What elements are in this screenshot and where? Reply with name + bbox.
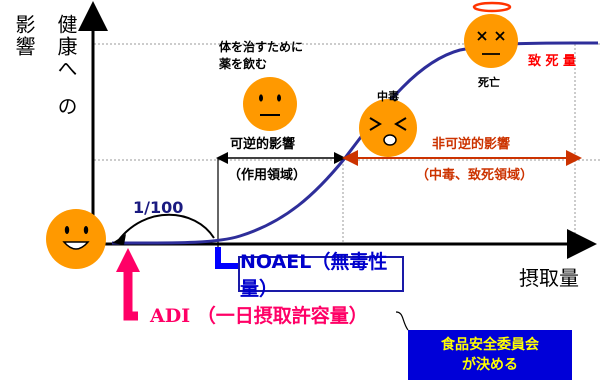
- halo-icon: [472, 1, 512, 13]
- y-axis-label-left: 影響: [12, 14, 36, 58]
- medicine-note-line-2: 薬を飲む: [219, 57, 268, 71]
- neutral-face-icon: [243, 77, 297, 131]
- poisoning-label: 中毒: [377, 90, 399, 103]
- adi-label: ADI （一日摂取許容量）: [150, 305, 368, 327]
- decider-line-2: が決める: [462, 357, 518, 373]
- adi-arrow-head: [116, 248, 140, 272]
- noael-box: NOAEL（無毒性量）: [238, 251, 404, 300]
- noael-label: NOAEL（無毒性量）: [240, 251, 388, 300]
- toxic-region-label: （中毒、致死領域）: [416, 168, 534, 183]
- poisoned-face-icon: [359, 99, 417, 157]
- medicine-note-line-1: 体を治すために: [219, 40, 304, 54]
- decider-line-1: 食品安全委員会: [441, 337, 539, 353]
- y-axis-label-main: 健康へ: [54, 14, 78, 80]
- ratio-arc-arrowhead: [112, 234, 126, 245]
- irreversible-effect-label: 非可逆的影響: [432, 137, 511, 152]
- dose-response-curve: [111, 41, 599, 245]
- noael-connector: [215, 247, 238, 269]
- decider-box: 食品安全委員会 が決める: [408, 330, 572, 380]
- lethal-dose-label: 致 死 量: [528, 54, 577, 69]
- reversible-effect-label: 可逆的影響: [230, 137, 296, 152]
- action-region-label: （作用領域）: [228, 168, 307, 183]
- happy-face-icon: [46, 209, 106, 269]
- ratio-arc: [117, 213, 215, 242]
- ratio-label: 1/100: [133, 198, 184, 217]
- y-axis-label-main-2: の: [54, 96, 78, 118]
- x-axis-label: 摂取量: [519, 266, 579, 290]
- decider-connector: [395, 311, 409, 331]
- dead-face-icon: [464, 1, 518, 68]
- adi-arrow-shaft: [123, 270, 138, 321]
- death-label: 死亡: [478, 76, 500, 89]
